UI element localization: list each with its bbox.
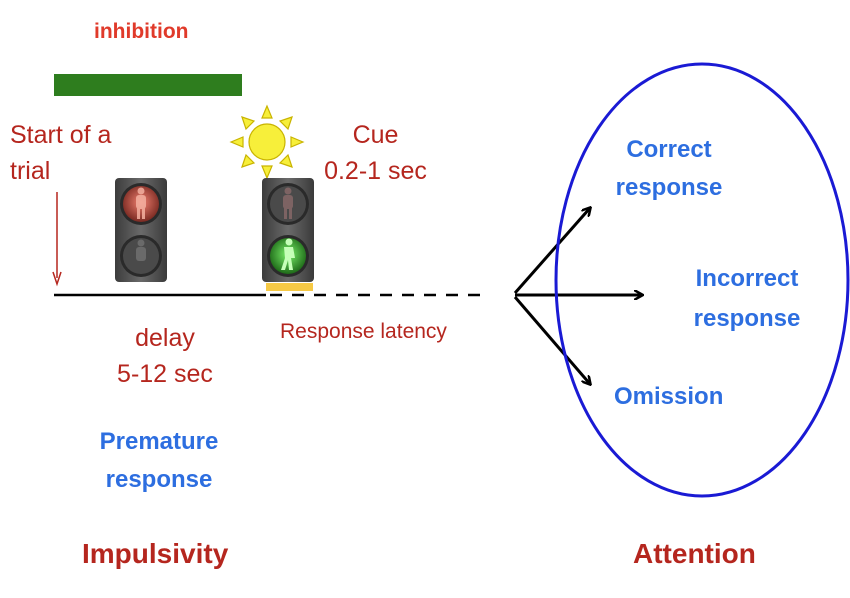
inhibition-bar: [54, 74, 242, 96]
start-arrow-head: [52, 271, 62, 287]
pedestrian-light-red-icon: [115, 178, 167, 282]
pedestrian-light-green-icon: [262, 178, 314, 282]
impulsivity-label: Impulsivity: [82, 538, 229, 569]
response-latency-label: Response latency: [280, 320, 447, 343]
inhibition-label: inhibition: [94, 20, 189, 43]
correct-response-label: Correct response: [604, 131, 734, 207]
start-label-line1: Start of a: [10, 121, 112, 149]
premature-response-label: Premature response: [88, 423, 230, 499]
sun-icon: [229, 104, 305, 180]
cue-bar: [266, 283, 313, 291]
correct-label-line2: response: [615, 174, 723, 201]
attention-label: Attention: [633, 538, 756, 569]
omission-label: Omission: [614, 383, 724, 410]
cue-label: Cue 0.2-1 sec: [318, 117, 433, 189]
correct-label-line1: Correct: [626, 136, 712, 163]
delay-label-line2: 5-12 sec: [117, 360, 213, 388]
start-label-line2: trial: [10, 157, 51, 185]
attention-ellipse: [554, 62, 850, 498]
arrow-correct: [513, 208, 590, 294]
arrow-omission: [513, 296, 590, 384]
start-of-trial-label: Start of a trial: [10, 117, 111, 189]
premature-label-line1: Premature: [99, 428, 219, 455]
premature-label-line2: response: [105, 466, 213, 493]
incorrect-label-line2: response: [693, 305, 801, 332]
incorrect-response-label: Incorrect response: [682, 259, 812, 339]
incorrect-label-line1: Incorrect: [695, 265, 799, 292]
cue-label-line2: 0.2-1 sec: [324, 157, 427, 185]
cue-label-line1: Cue: [352, 121, 399, 149]
delay-label: delay 5-12 sec: [105, 320, 225, 392]
delay-label-line1: delay: [135, 324, 195, 352]
